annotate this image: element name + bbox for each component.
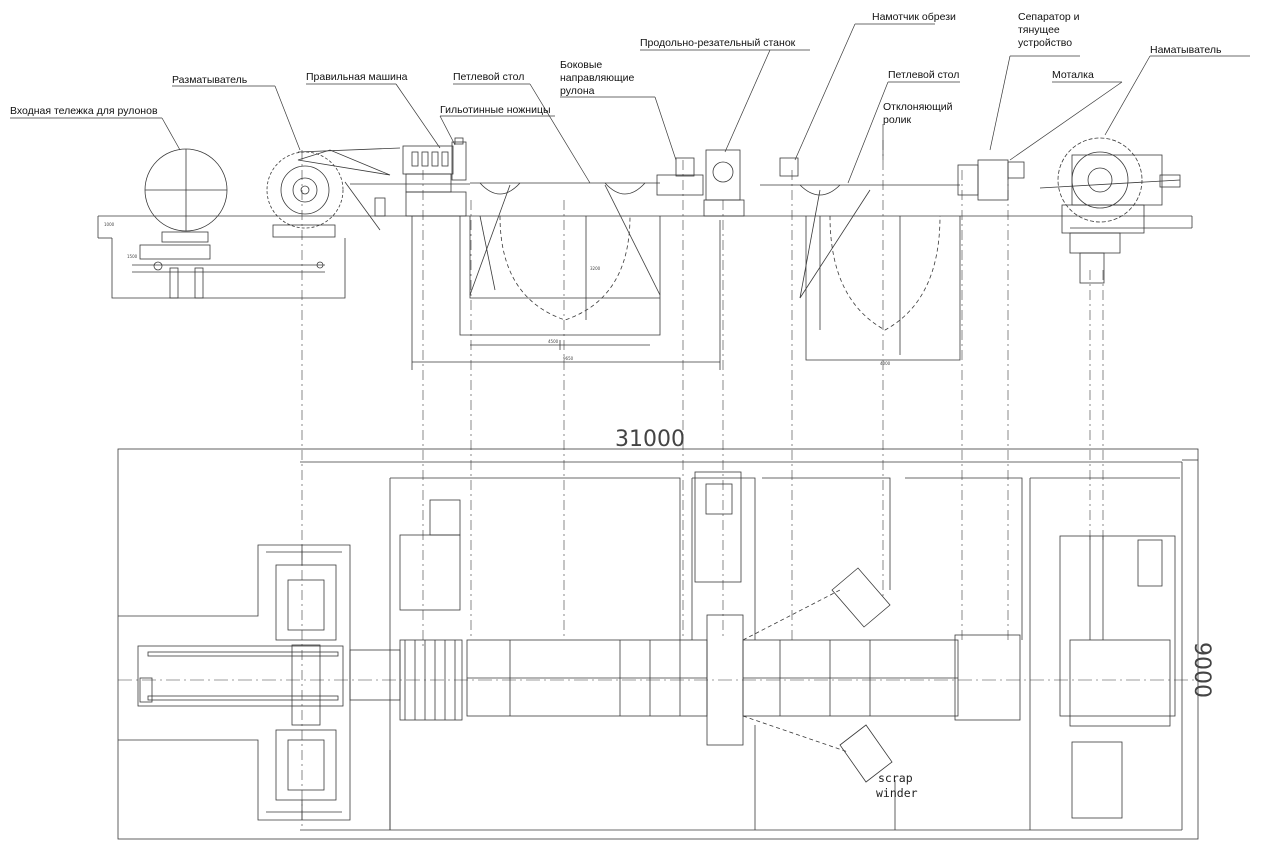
- label-side-guides-3: рулона: [560, 85, 595, 97]
- label-scrap: scrap: [878, 771, 913, 785]
- dimension-entry-height: 1000: [104, 222, 115, 227]
- dimension-overall-length: 31000: [615, 427, 685, 452]
- label-separator-1: Сепаратор и: [1018, 11, 1080, 23]
- leader-lines: [10, 23, 1250, 184]
- label-deflector-1: Отклоняющий: [883, 101, 953, 113]
- straightener: [350, 137, 470, 217]
- label-scrap-winder-top: Намотчик обрези: [872, 11, 956, 23]
- label-loop-table-2: Петлевой стол: [888, 69, 959, 81]
- dimension-loop-pit-depth: 3200: [590, 266, 601, 271]
- label-guillotine: Гильотинные ножницы: [440, 104, 551, 116]
- label-separator-2: тянущее: [1018, 24, 1060, 36]
- callout-labels: Входная тележка для рулонов Разматывател…: [10, 11, 1222, 126]
- label-reel: Моталка: [1052, 69, 1094, 81]
- side-elevation: [97, 137, 1193, 370]
- plan-view: [117, 448, 1199, 840]
- projection-lines: [301, 140, 1104, 830]
- label-uncoiler: Разматыватель: [172, 74, 248, 86]
- entry-coil-car: [111, 148, 346, 299]
- slitter: [656, 149, 799, 217]
- label-straightener: Правильная машина: [306, 71, 408, 83]
- loop-pit-2: [760, 184, 961, 361]
- label-slitter: Продольно-резательный станок: [640, 37, 796, 49]
- label-entry-car: Входная тележка для рулонов: [10, 105, 158, 117]
- label-side-guides-2: направляющие: [560, 72, 635, 84]
- label-recoiler: Наматыватель: [1150, 44, 1222, 56]
- label-separator-3: устройство: [1018, 37, 1072, 49]
- label-winder: winder: [876, 786, 918, 800]
- dimension-pit-depth-2: 4000: [880, 361, 891, 366]
- scrap-winder-plan: [742, 567, 893, 783]
- dimension-loop-pit-1-total: 9650: [563, 356, 574, 361]
- dimension-overall-width: 9000: [1189, 642, 1214, 698]
- label-side-guides-1: Боковые: [560, 59, 602, 71]
- uncoiler: [266, 147, 401, 238]
- dimension-entry-width: 1500: [127, 254, 138, 259]
- label-deflector-2: ролик: [883, 114, 911, 126]
- recoiler: [957, 137, 1181, 284]
- dimension-labels: 31000 9000 4500 9650 3200 4000 1000 1500: [104, 222, 1214, 698]
- plan-labels: scrap winder: [876, 771, 918, 800]
- label-loop-table-1: Петлевой стол: [453, 71, 524, 83]
- dimension-loop-pit-1: 4500: [548, 339, 559, 344]
- loop-pit-1: [411, 182, 721, 370]
